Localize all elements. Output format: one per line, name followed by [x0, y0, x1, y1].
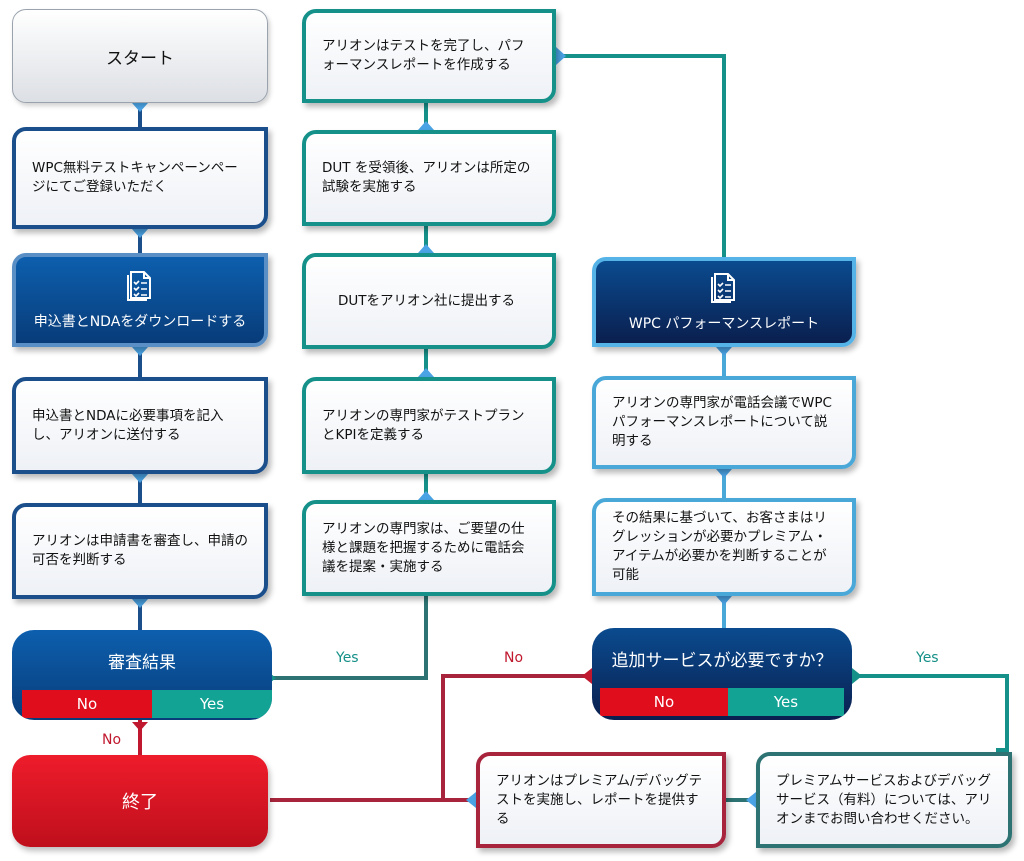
step-fill-text: 申込書とNDAに必要事項を記入し、アリオンに送付する — [32, 407, 224, 443]
document-checklist-icon — [709, 271, 739, 313]
document-checklist-icon — [125, 269, 155, 311]
review-decision: 審査結果 No Yes — [12, 630, 272, 720]
step-decide-text: その結果に基づいて、お客さまはリグレッションが必要かプレミアム・アイテムが必要か… — [612, 510, 828, 583]
step-test-text: DUT を受領後、アリオンは所定の試験を実施する — [322, 160, 531, 195]
end-node: 終了 — [12, 755, 268, 847]
label-yes-middle: Yes — [336, 650, 359, 666]
label-no-right: No — [504, 650, 524, 666]
step-call-text: アリオンの専門家は、ご要望の仕様と課題を把握するために電話会議を提案・実施する — [322, 520, 525, 575]
step-submit: DUTをアリオン社に提出する — [302, 253, 556, 349]
label-no-left: No — [102, 732, 122, 748]
step-test: DUT を受領後、アリオンは所定の試験を実施する — [302, 130, 556, 226]
step-complete-text: アリオンはテストを完了し、パフォーマンスレポートを作成する — [322, 38, 525, 73]
step-fill: 申込書とNDAに必要事項を記入し、アリオンに送付する — [12, 377, 268, 474]
step-define: アリオンの専門家がテストプランとKPIを定義する — [302, 377, 556, 474]
wpc-report-text: WPC パフォーマンスレポート — [628, 316, 820, 332]
step-define-text: アリオンの専門家がテストプランとKPIを定義する — [322, 407, 525, 443]
step-explain: アリオンの専門家が電話会議でWPCパフォーマンスレポートについて説明する — [592, 376, 856, 469]
step-contact-text: プレミアムサービスおよびデバッグサービス（有料）については、アリオンまでお問い合… — [776, 772, 992, 827]
additional-service-decision: 追加サービスが必要ですか？ No Yes — [592, 628, 852, 720]
step-premium-test-text: アリオンはプレミアム/デバッグテストを実施し、レポートを提供する — [496, 772, 703, 827]
step-call: アリオンの専門家は、ご要望の仕様と課題を把握するために電話会議を提案・実施する — [302, 500, 556, 596]
review-decision-yes: Yes — [152, 690, 272, 718]
step-decide: その結果に基づいて、お客さまはリグレッションが必要かプレミアム・アイテムが必要か… — [592, 498, 856, 596]
additional-service-no: No — [600, 688, 728, 716]
wpc-report: WPC パフォーマンスレポート — [592, 257, 856, 347]
step-review: アリオンは申請書を審査し、申請の可否を判断する — [12, 503, 268, 599]
label-yes-right: Yes — [916, 650, 939, 666]
review-decision-no: No — [22, 690, 152, 718]
step-contact: プレミアムサービスおよびデバッグサービス（有料）については、アリオンまでお問い合… — [756, 752, 1012, 848]
additional-service-title: 追加サービスが必要ですか？ — [611, 650, 833, 671]
end-label: 終了 — [122, 792, 158, 813]
step-submit-text: DUTをアリオン社に提出する — [338, 292, 516, 309]
start-node: スタート — [12, 9, 268, 103]
step-register: WPC無料テストキャンペーンページにてご登録いただく — [12, 127, 268, 229]
step-review-text: アリオンは申請書を審査し、申請の可否を判断する — [32, 533, 248, 568]
step-explain-text: アリオンの専門家が電話会議でWPCパフォーマンスレポートについて説明する — [612, 395, 832, 449]
additional-service-yes: Yes — [728, 688, 844, 716]
step-premium-test: アリオンはプレミアム/デバッグテストを実施し、レポートを提供する — [476, 752, 726, 848]
step-register-text: WPC無料テストキャンペーンページにてご登録いただく — [32, 160, 238, 195]
start-label: スタート — [106, 48, 174, 69]
review-decision-title: 審査結果 — [108, 652, 176, 673]
step-download-text: 申込書とNDAをダウンロードする — [33, 314, 247, 330]
step-download: 申込書とNDAをダウンロードする — [12, 253, 268, 347]
step-complete: アリオンはテストを完了し、パフォーマンスレポートを作成する — [302, 9, 556, 103]
